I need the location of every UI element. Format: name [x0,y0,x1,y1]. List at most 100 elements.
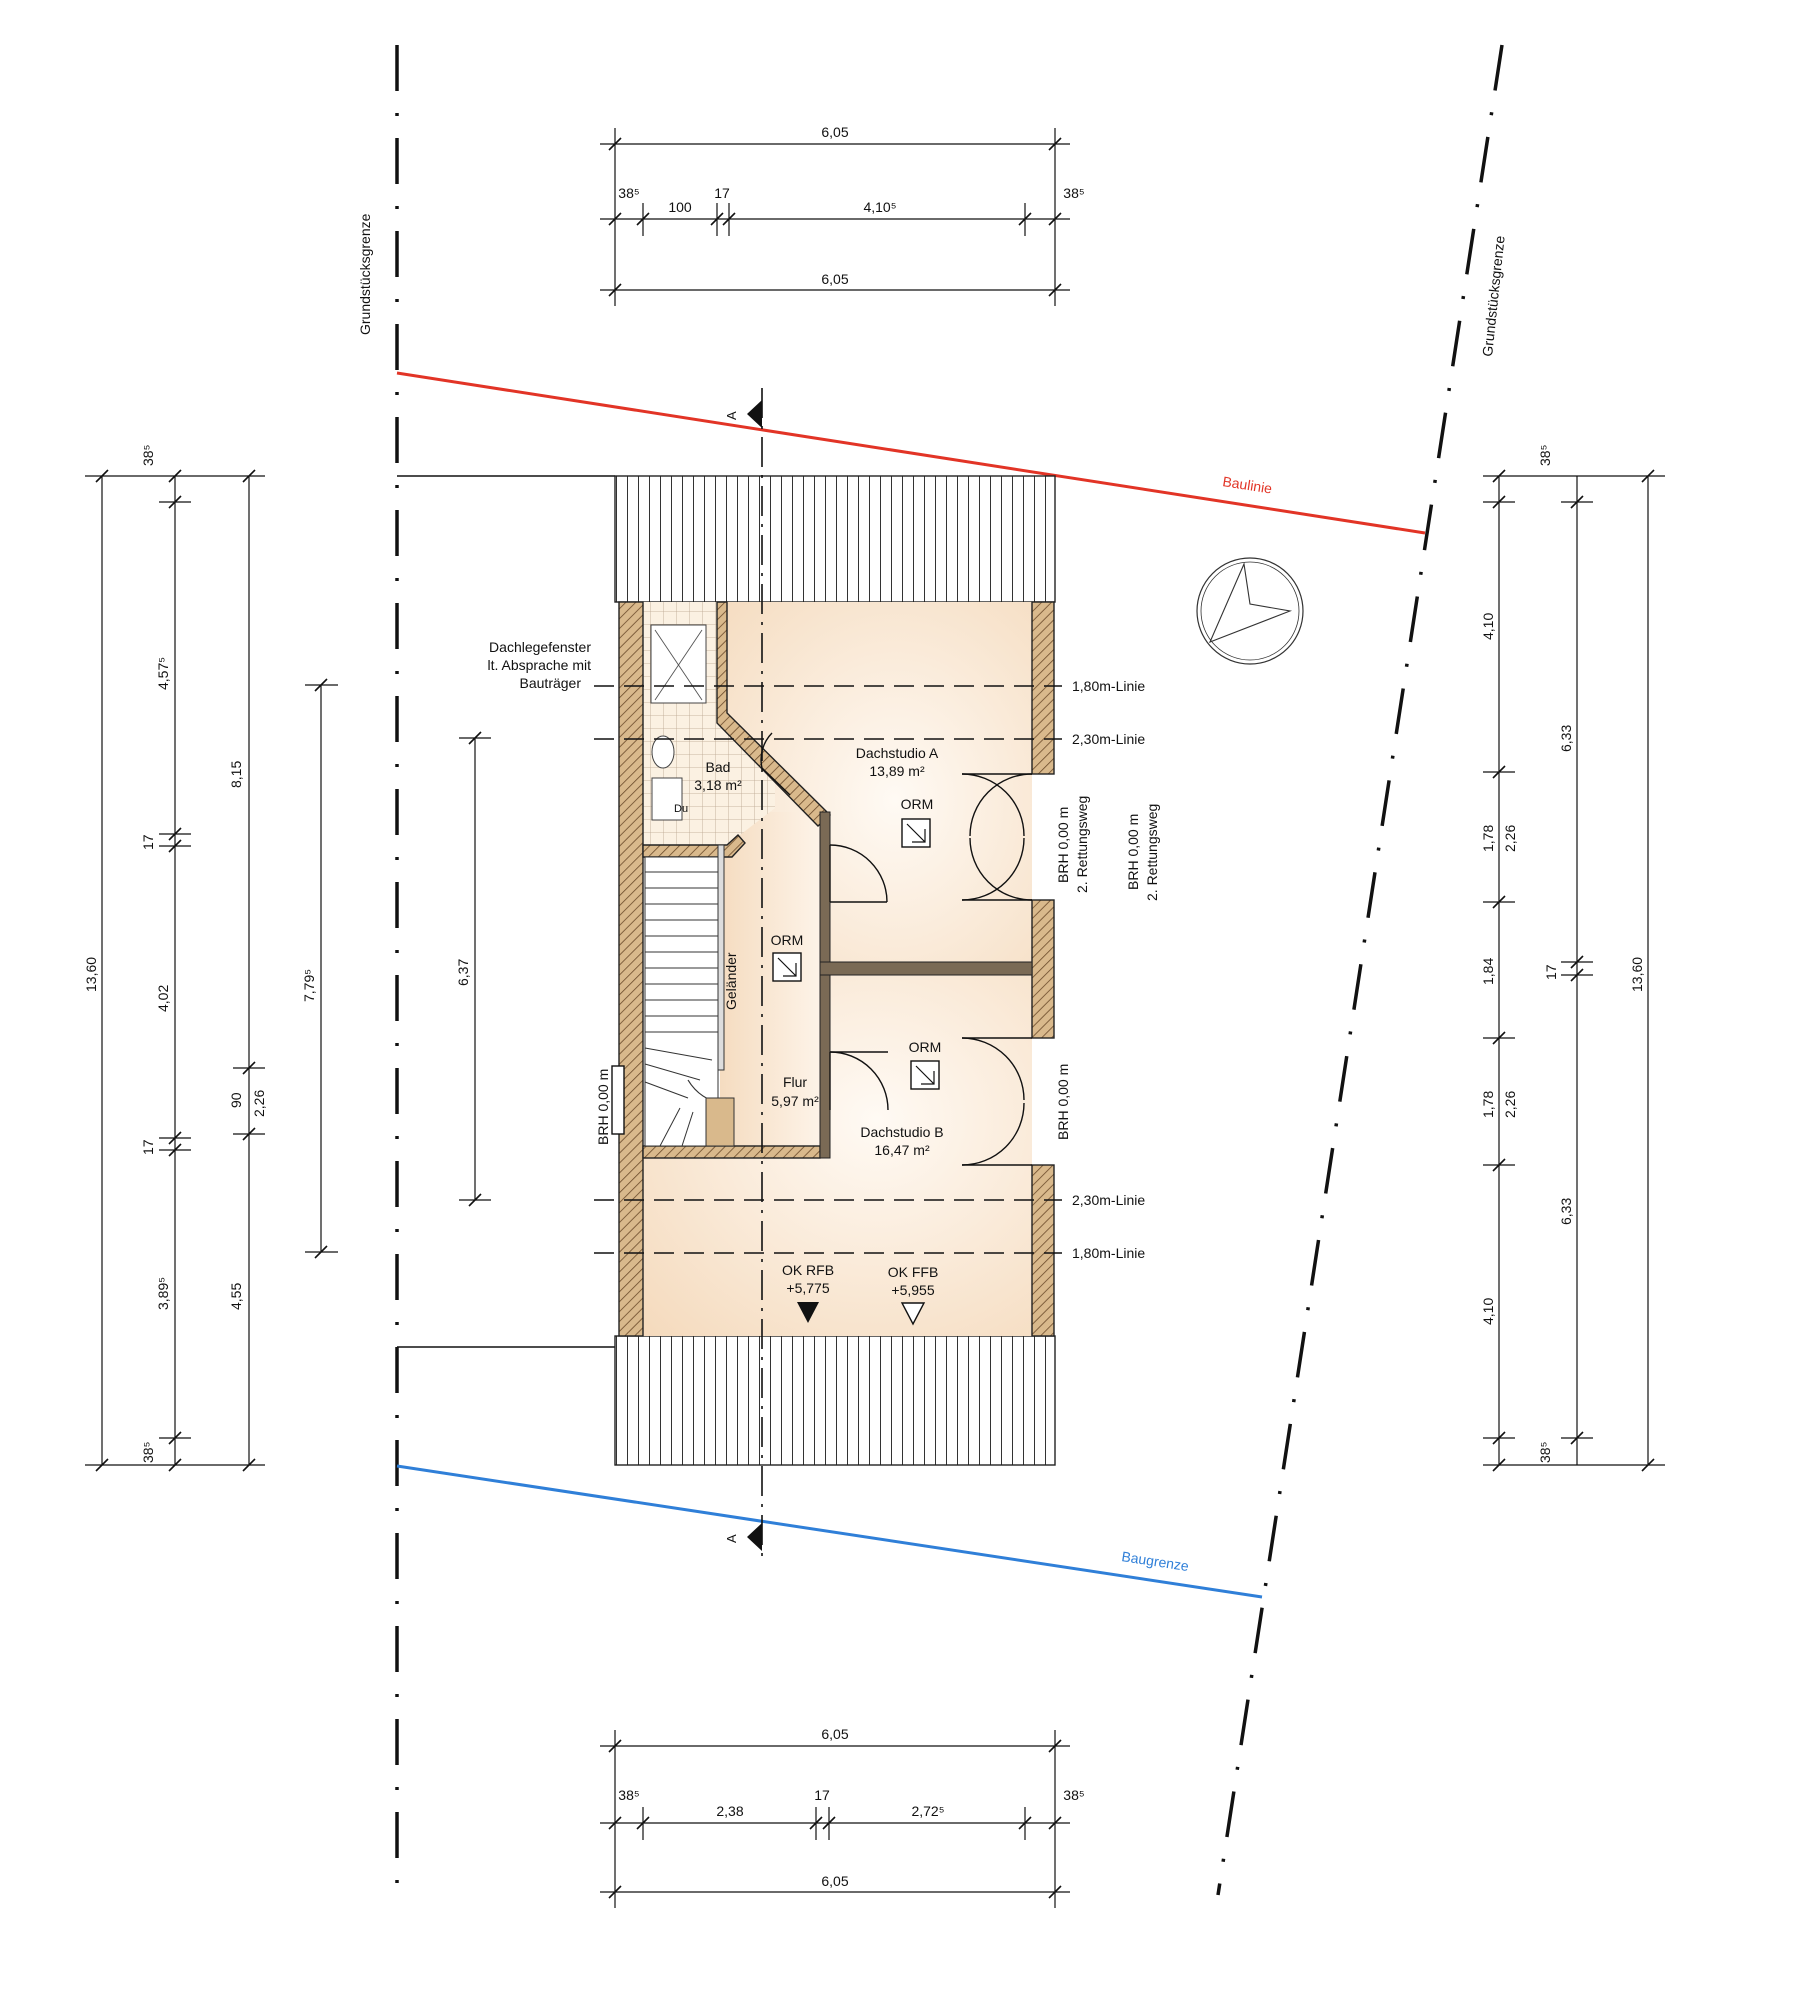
svg-text:38⁵: 38⁵ [618,185,639,201]
floor-flur [720,812,820,1146]
room-bad-name: Bad [706,759,731,775]
grundstuecksgrenze-label-left: Grundstücksgrenze [357,213,373,335]
linie-230-top-label: 2,30m-Linie [1072,731,1145,747]
baugrenze-label: Baugrenze [1121,1548,1191,1574]
window-door-studio-a[interactable] [961,773,1033,901]
svg-text:1,78: 1,78 [1480,1091,1496,1118]
svg-text:6,05: 6,05 [821,271,848,287]
wall-right-bottom [1031,1164,1055,1337]
wall-stair-bottom [642,1145,821,1159]
rettungsweg-a-label: 2. Rettungsweg [1074,796,1090,893]
svg-text:ORM: ORM [771,932,804,948]
partition-flur-vertical [819,811,831,1159]
svg-text:6,05: 6,05 [821,1726,848,1742]
brh-door-a-label: BRH 0,00 m [1055,807,1071,883]
baugrenze-line [396,1464,1263,1599]
svg-text:6,33: 6,33 [1558,725,1574,752]
room-bad-area: 3,18 m² [694,777,742,793]
section-marker-top-icon [747,400,762,428]
svg-text:38⁵: 38⁵ [1063,1787,1084,1803]
door-flur-studio-b[interactable] [829,1051,889,1111]
svg-text:2,38: 2,38 [716,1803,743,1819]
roof-top [614,475,1056,603]
section-marker-bottom-label: A [724,1534,739,1543]
svg-text:17: 17 [814,1787,830,1803]
room-studio-a-area: 13,89 m² [869,763,925,779]
roof-bottom [614,1335,1056,1466]
dimensions-left: 13,60 38⁵ 4,57⁵ 17 4,02 17 3,89⁵ 38⁵ 8,1… [83,445,491,1472]
property-boundary-right [1216,44,1504,1896]
svg-text:1,84: 1,84 [1480,958,1496,985]
svg-text:6,33: 6,33 [1558,1198,1574,1225]
dachlegefenster-label-1: Dachlegefenster [489,639,591,655]
svg-text:13,60: 13,60 [83,957,99,992]
svg-text:38⁵: 38⁵ [1537,1442,1553,1463]
svg-text:2,26: 2,26 [251,1090,267,1117]
linie-180-top-label: 1,80m-Linie [1072,678,1145,694]
svg-text:90: 90 [228,1092,244,1108]
svg-text:38⁵: 38⁵ [1537,445,1553,466]
svg-text:2,26: 2,26 [1502,825,1518,852]
svg-text:17: 17 [1543,964,1559,980]
linie-180-bottom-label: 1,80m-Linie [1072,1245,1145,1261]
wall-right-mid [1031,899,1055,1039]
ok-ffb-value: +5,955 [891,1282,934,1298]
orm-symbol-a: ORM [901,796,934,848]
svg-text:4,10: 4,10 [1480,613,1496,640]
svg-text:8,15: 8,15 [228,761,244,788]
partition-a-b [819,961,1033,976]
ok-ffb-label: OK FFB [888,1264,939,1280]
du-label: Du [674,803,688,815]
linie-230-bottom-label: 2,30m-Linie [1072,1192,1145,1208]
room-studio-b-name: Dachstudio B [860,1124,943,1140]
svg-text:4,57⁵: 4,57⁵ [155,657,171,690]
dimensions-top: 6,05 38⁵ 100 17 4,10⁵ 38⁵ 6,05 [600,124,1085,306]
svg-text:17: 17 [140,1139,156,1155]
shower-icon [654,629,703,701]
brh-door-b-label: BRH 0,00 m [1055,1064,1071,1140]
room-flur-name: Flur [783,1074,807,1090]
svg-text:4,10: 4,10 [1480,1298,1496,1325]
door-flur-studio-a[interactable] [829,844,888,903]
svg-text:ORM: ORM [909,1039,942,1055]
svg-text:100: 100 [668,199,692,215]
orm-symbol-flur: ORM [771,932,804,982]
section-marker-top-label: A [724,411,739,420]
room-flur-area: 5,97 m² [771,1093,819,1109]
orm-symbol-b: ORM [909,1039,942,1090]
window-left [611,1065,625,1135]
brh-left-label: BRH 0,00 m [595,1069,611,1145]
svg-text:4,10⁵: 4,10⁵ [863,199,896,215]
svg-text:17: 17 [714,185,730,201]
svg-text:17: 17 [140,834,156,850]
svg-text:4,02: 4,02 [155,985,171,1012]
window-door-studio-b[interactable] [961,1037,1032,1166]
svg-text:ORM: ORM [901,796,934,812]
ok-rfb-value: +5,775 [786,1280,829,1296]
svg-text:38⁵: 38⁵ [1063,185,1084,201]
baulinie-label: Baulinie [1222,473,1274,496]
svg-text:6,05: 6,05 [821,124,848,140]
svg-text:38⁵: 38⁵ [618,1787,639,1803]
svg-text:38⁵: 38⁵ [140,1442,156,1463]
rettungsweg-outside-label: 2. Rettungsweg [1144,804,1160,901]
ok-ffb-marker-icon [900,1302,926,1326]
svg-text:13,60: 13,60 [1629,957,1645,992]
svg-text:6,37: 6,37 [455,959,471,986]
dachlegefenster-label-2: lt. Absprache mit [488,657,592,673]
baulinie-line [396,371,1426,535]
toilet-icon [651,777,683,821]
wall-right-top [1031,601,1055,775]
svg-text:38⁵: 38⁵ [140,445,156,466]
ok-rfb-marker-icon [797,1302,819,1323]
svg-text:3,89⁵: 3,89⁵ [155,1277,171,1310]
svg-text:6,05: 6,05 [821,1873,848,1889]
svg-text:4,55: 4,55 [228,1283,244,1310]
staircase [644,856,735,1147]
washbasin-icon [651,735,675,769]
north-arrow-icon [1196,557,1304,665]
grundstuecksgrenze-label-right: Grundstücksgrenze [1479,235,1508,358]
dachlegefenster-label-3: Bauträger [520,675,582,691]
brh-outside-label: BRH 0,00 m [1125,814,1141,890]
